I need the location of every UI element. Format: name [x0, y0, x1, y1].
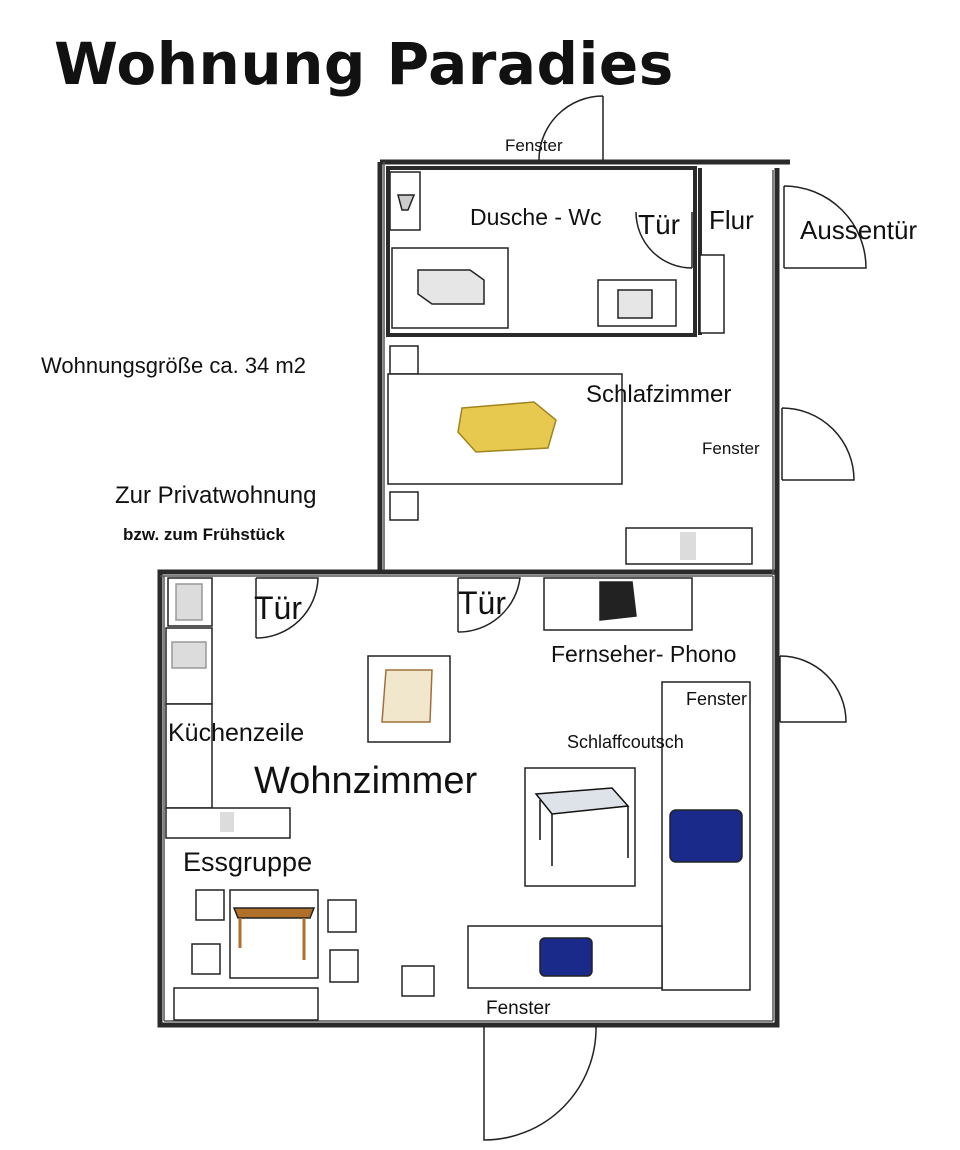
window-swing-living-right	[779, 655, 847, 723]
room-label-dining: Essgruppe	[183, 847, 313, 877]
sideboard	[173, 987, 319, 1021]
window-label-bedroom: Fenster	[702, 439, 760, 458]
bath-wall	[386, 166, 697, 337]
hall-cabinet	[699, 254, 725, 334]
apartment-size: Wohnungsgröße ca. 34 m2	[41, 353, 306, 378]
door-label-bath: Tür	[638, 209, 680, 240]
tv-label: Fernseher- Phono	[551, 641, 737, 667]
window-swing-bottom	[483, 1025, 597, 1141]
door-swing-living-left	[255, 577, 319, 639]
window-swing-bedroom	[781, 407, 855, 481]
room-label-bedroom: Schlafzimmer	[586, 381, 732, 408]
entrance-door-label: Aussentür	[800, 215, 918, 245]
room-label-hall: Flur	[709, 205, 754, 235]
page-title: Wohnung Paradies	[54, 30, 674, 98]
door-label-living-left: Tür	[254, 590, 302, 626]
upper-wall	[377, 159, 790, 575]
bath-door-swing	[635, 211, 693, 269]
sofabed-label: Schlaffcoutsch	[567, 732, 684, 752]
window-label-living: Fenster	[686, 689, 748, 709]
entrance-door-swing	[783, 185, 867, 269]
window-label-bottom: Fenster	[486, 998, 551, 1019]
door-swing-living-right	[457, 577, 521, 633]
window-swing-top	[538, 95, 604, 161]
window-label-top: Fenster	[505, 136, 563, 155]
door-label-living-right: Tür	[458, 585, 506, 621]
coffee-table-box	[524, 767, 636, 887]
bed	[457, 401, 557, 453]
lower-wall	[157, 569, 780, 1028]
sofa-right	[669, 809, 743, 863]
breakfast-label: bzw. zum Frühstück	[123, 525, 285, 544]
sofa-bottom	[539, 937, 593, 977]
room-label-shower: Dusche - Wc	[470, 204, 602, 230]
room-label-kitchen: Küchenzeile	[168, 719, 305, 747]
room-label-living: Wohnzimmer	[254, 760, 478, 802]
private-apartment-label: Zur Privatwohnung	[115, 482, 317, 509]
